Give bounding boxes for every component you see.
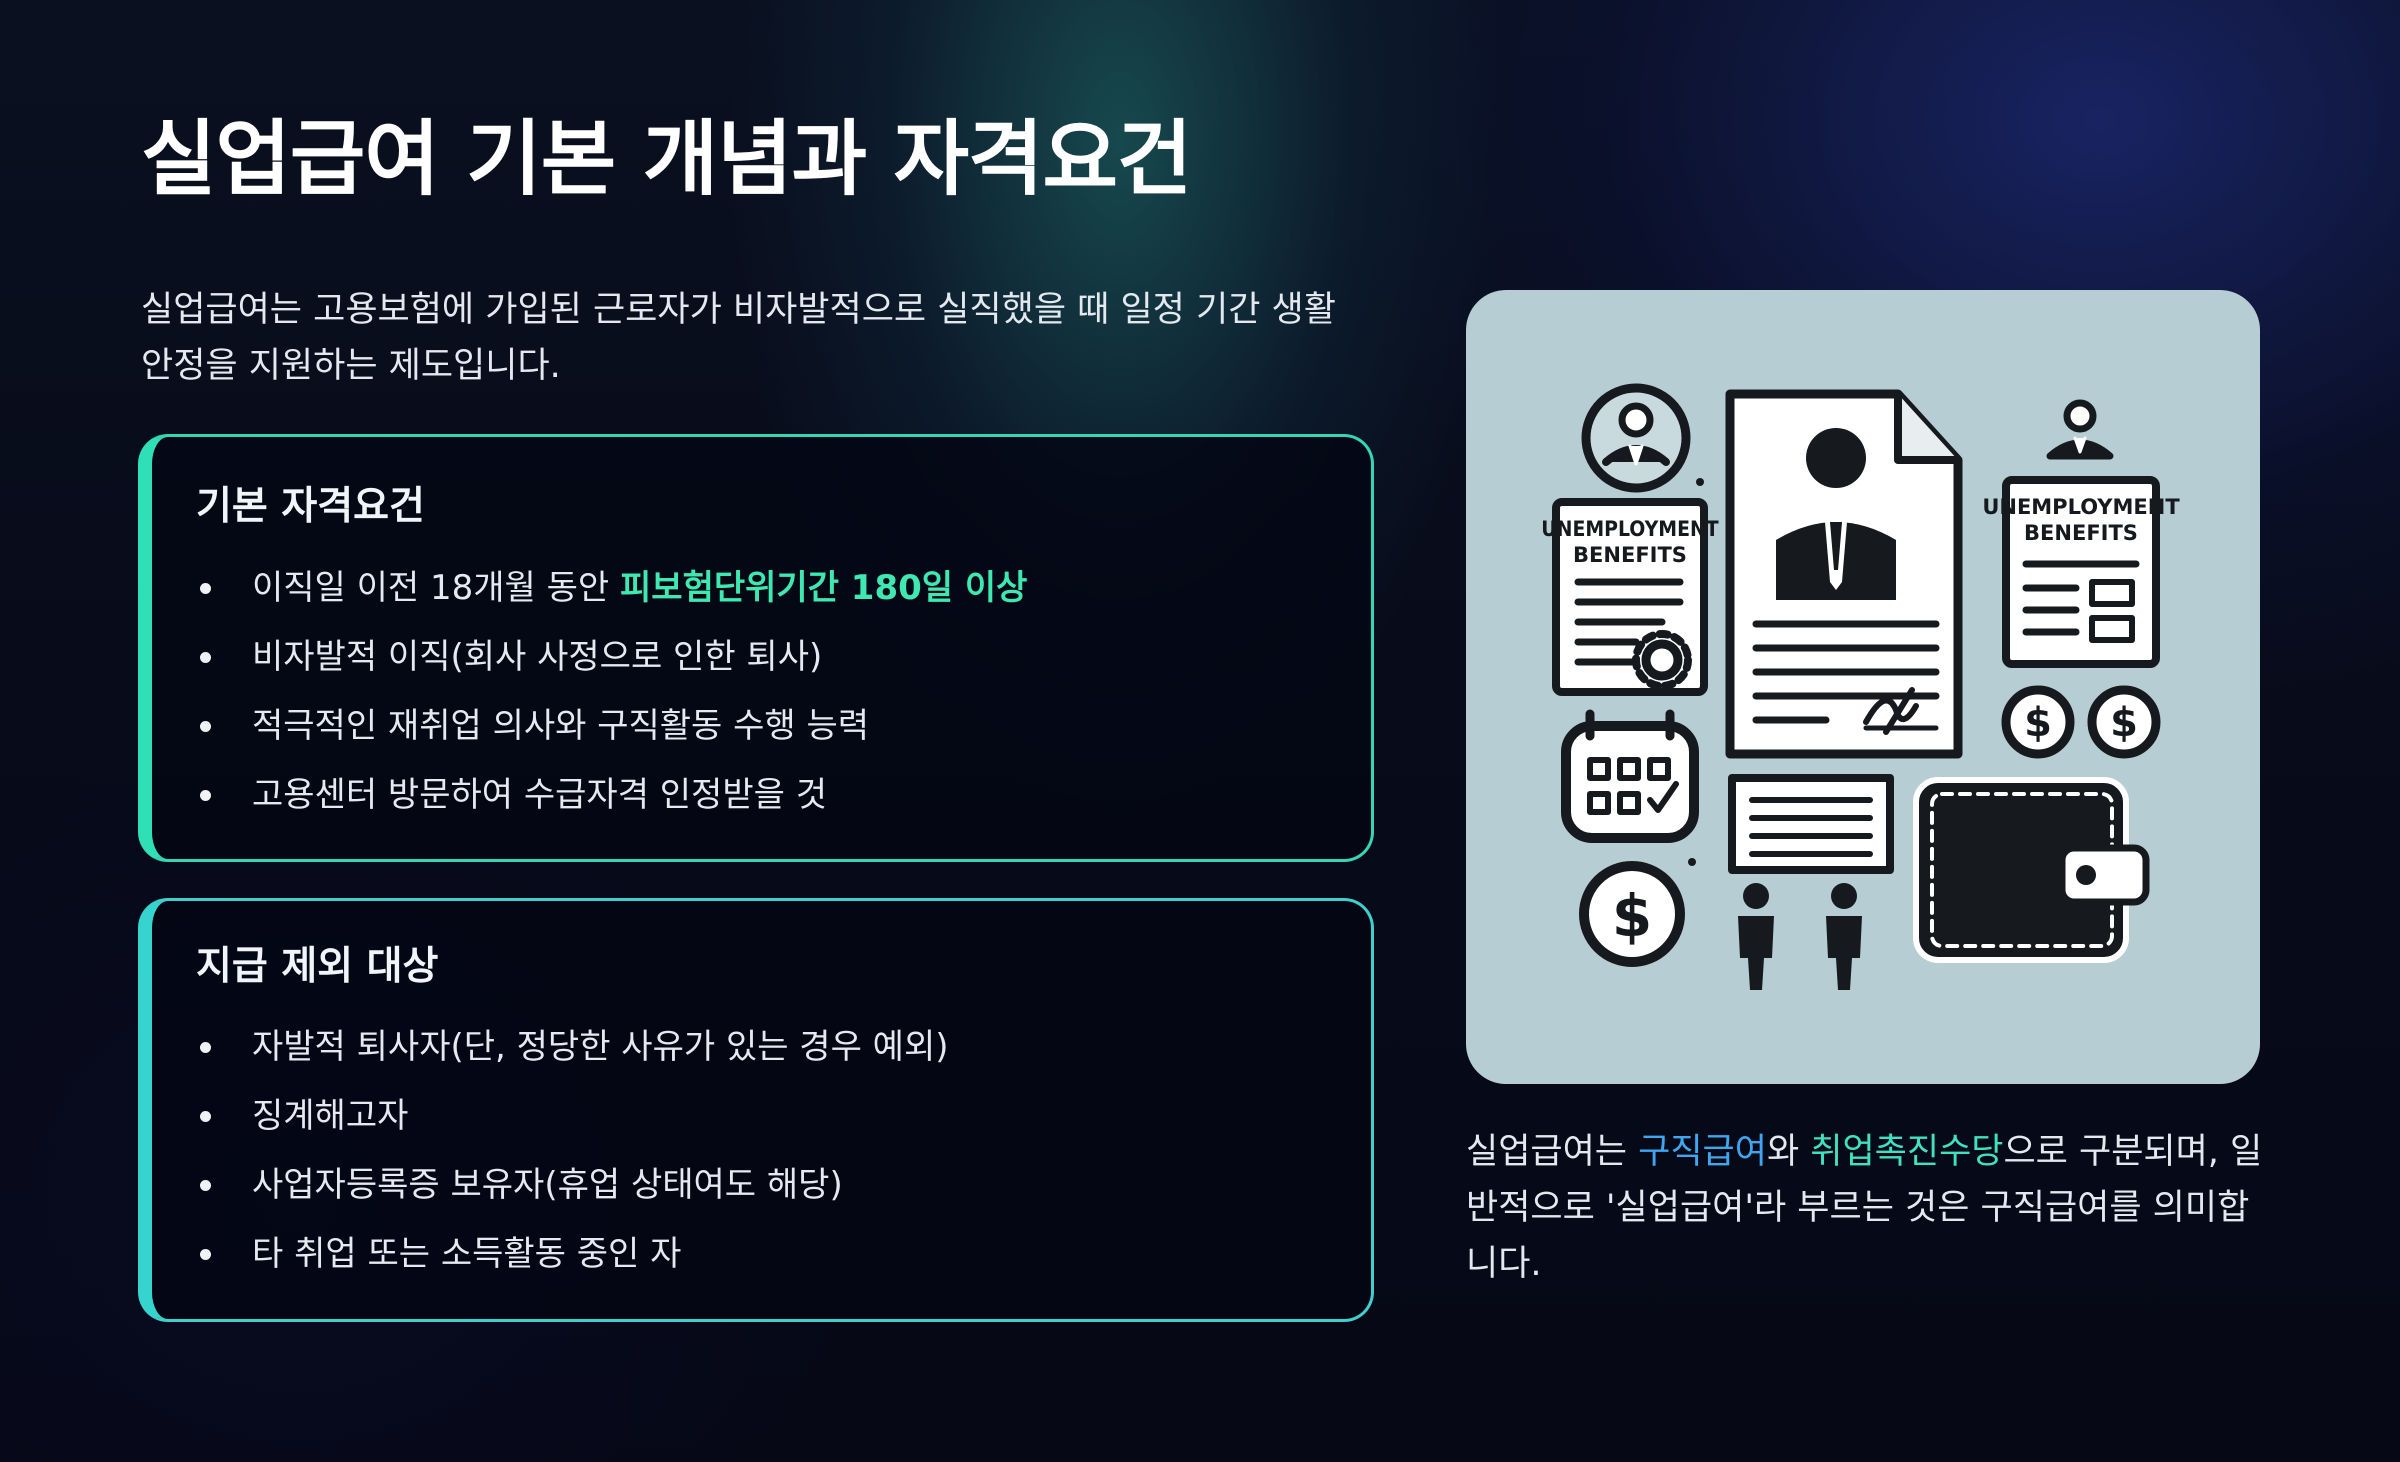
bullet-icon	[200, 721, 211, 732]
small-document-icon	[1728, 774, 1894, 874]
svg-text:$: $	[1612, 882, 1652, 950]
card-heading: 기본 자격요건	[196, 484, 425, 529]
list-item-text: 사업자등록증 보유자(휴업 상태여도 해당)	[252, 1165, 843, 1205]
bullet-icon	[200, 652, 211, 663]
list-item: 사업자등록증 보유자(휴업 상태여도 해당)	[196, 1163, 949, 1232]
exclusion-list: 자발적 퇴사자(단, 정당한 사유가 있는 경우 예외) 징계해고자 사업자등록…	[196, 1025, 949, 1301]
resume-document-icon	[1725, 389, 1963, 759]
intro-text: 실업급여는 고용보험에 가입된 근로자가 비자발적으로 실직했을 때 일정 기간…	[141, 290, 1336, 386]
wallet-icon	[1913, 777, 2150, 963]
benefits-document-icon: UNEMPLOYMENT BENEFITS	[1982, 476, 2180, 668]
dollar-coin-icon: $	[2087, 685, 2161, 759]
dollar-coin-icon: $	[2001, 685, 2075, 759]
exclusion-card: 지급 제외 대상 자발적 퇴사자(단, 정당한 사유가 있는 경우 예외) 징계…	[138, 898, 1374, 1322]
list-item: 징계해고자	[196, 1094, 949, 1163]
illustration-svg: UNEMPLOYMENT BENEFITS	[1541, 383, 2180, 990]
person-badge-icon	[2046, 399, 2114, 460]
bullet-icon	[200, 1042, 211, 1053]
svg-text:$: $	[2110, 700, 2138, 746]
bullet-icon	[200, 790, 211, 801]
highlight-text: 피보험단위기간 180일 이상	[620, 568, 1028, 608]
caption-part: 실업급여는	[1466, 1132, 1639, 1172]
calendar-icon	[1561, 709, 1699, 843]
doc-left-label-1: UNEMPLOYMENT	[1541, 517, 1719, 541]
doc-left-label-2: BENEFITS	[1573, 543, 1687, 567]
basic-eligibility-card: 기본 자격요건 이직일 이전 18개월 동안 피보험단위기간 180일 이상 비…	[138, 434, 1374, 862]
list-item: 타 취업 또는 소득활동 중인 자	[196, 1232, 949, 1301]
person-badge-icon	[1581, 383, 1691, 493]
list-item-text: 적극적인 재취업 의사와 구직활동 수행 능력	[252, 706, 870, 746]
page-title: 실업급여 기본 개념과 자격요건	[141, 112, 1192, 207]
list-item: 비자발적 이직(회사 사정으로 인한 퇴사)	[196, 635, 1027, 704]
list-item-text: 타 취업 또는 소득활동 중인 자	[252, 1234, 682, 1274]
list-item: 이직일 이전 18개월 동안 피보험단위기간 180일 이상	[196, 566, 1027, 635]
list-item-text: 자발적 퇴사자(단, 정당한 사유가 있는 경우 예외)	[252, 1027, 949, 1067]
eligibility-list: 이직일 이전 18개월 동안 피보험단위기간 180일 이상 비자발적 이직(회…	[196, 566, 1027, 842]
gear-icon	[1632, 630, 1692, 690]
bullet-icon	[200, 1249, 211, 1260]
caption-part: 와	[1766, 1132, 1811, 1172]
doc-right-label-1: UNEMPLOYMENT	[1982, 495, 2180, 519]
dollar-coin-icon: $	[1579, 861, 1685, 967]
card-heading: 지급 제외 대상	[196, 944, 439, 989]
caption-part: 으로 구분되며, 일반적으로 '실업급여'라 부르는 것은 구직급여를 의미합니…	[1466, 1132, 2263, 1284]
bullet-icon	[200, 1111, 211, 1122]
bullet-icon	[200, 583, 211, 594]
svg-text:$: $	[2024, 700, 2052, 746]
unemployment-benefits-illustration: UNEMPLOYMENT BENEFITS	[1466, 290, 2260, 1084]
benefits-document-icon: UNEMPLOYMENT BENEFITS	[1541, 498, 1719, 696]
list-item-text: 징계해고자	[252, 1096, 409, 1136]
caption-term-job-seeking-benefit: 구직급여	[1638, 1132, 1767, 1172]
list-item-text: 비자발적 이직(회사 사정으로 인한 퇴사)	[252, 637, 823, 677]
list-item: 고용센터 방문하여 수급자격 인정받을 것	[196, 773, 1027, 842]
list-item: 적극적인 재취업 의사와 구직활동 수행 능력	[196, 704, 1027, 773]
doc-right-label-2: BENEFITS	[2024, 521, 2138, 545]
caption-text: 실업급여는 구직급여와 취업촉진수당으로 구분되며, 일반적으로 '실업급여'라…	[1466, 1124, 2266, 1292]
list-item-text: 이직일 이전 18개월 동안	[252, 568, 621, 608]
caption-term-reemployment-allowance: 취업촉진수당	[1810, 1132, 2004, 1172]
people-icon	[1738, 883, 1862, 990]
list-item: 자발적 퇴사자(단, 정당한 사유가 있는 경우 예외)	[196, 1025, 949, 1094]
list-item-text: 고용센터 방문하여 수급자격 인정받을 것	[252, 775, 827, 815]
bullet-icon	[200, 1180, 211, 1191]
